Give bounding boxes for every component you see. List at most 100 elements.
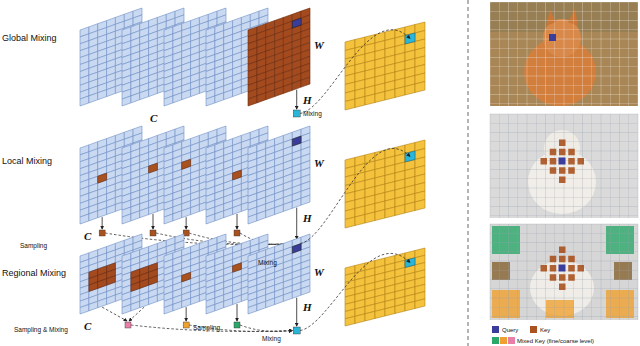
image-grid: [490, 2, 491, 106]
feature-slice: [89, 301, 98, 311]
key-mark: [550, 256, 557, 263]
legend-sample: [492, 337, 499, 344]
sampled-key: [234, 230, 240, 236]
feature-slice: [149, 205, 158, 215]
feature-slice: [182, 208, 191, 218]
image-grid: [545, 114, 546, 218]
image-grid: [508, 114, 509, 218]
image-grid: [638, 114, 639, 218]
image-grid: [628, 2, 629, 106]
image-grid: [499, 114, 500, 218]
image-grid: [490, 233, 638, 234]
key-mark: [568, 167, 575, 174]
key-slice: [248, 96, 257, 106]
label-holder: Sampling: [20, 234, 47, 252]
feature-slice: [107, 205, 116, 215]
legend-text: Key: [540, 327, 550, 333]
step-label: Mixing: [262, 336, 281, 343]
mixing-path: [131, 325, 292, 331]
output-map: [375, 92, 385, 103]
image-grid: [601, 224, 602, 320]
down-arrow: [102, 217, 103, 229]
key-slice: [275, 87, 284, 97]
image-grid: [536, 224, 537, 320]
query-mark: [559, 265, 566, 272]
key-mark: [550, 149, 557, 156]
key-slice: [257, 93, 266, 103]
axis-letter: C: [84, 231, 91, 242]
step-label: Sampling: [193, 325, 220, 332]
image-grid: [490, 206, 638, 207]
feature-slice: [257, 211, 266, 221]
feature-slice: [283, 201, 292, 211]
feature-slice: [292, 198, 301, 208]
image-grid: [628, 224, 629, 320]
down-arrow: [296, 208, 297, 239]
image-grid: [582, 2, 583, 106]
down-arrow: [237, 214, 238, 229]
image-grid: [573, 224, 574, 320]
image-grid: [573, 2, 574, 106]
label-holder: C: [84, 316, 91, 334]
key-cell: [182, 159, 191, 169]
key-mark: [568, 265, 575, 272]
output-map: [405, 301, 415, 311]
feature-slice: [149, 295, 158, 305]
step-label: Sampling: [20, 243, 47, 250]
feature-slice: [98, 298, 107, 308]
label-holder: H: [303, 90, 312, 108]
key-mark: [550, 167, 557, 174]
legend-text: Mixed Key (fine/coarse level): [517, 338, 594, 344]
key-region: [149, 276, 158, 286]
coarse-key: [614, 262, 632, 280]
row-title: Regional Mixing: [2, 269, 66, 278]
key-mark: [550, 158, 557, 165]
image-grid: [490, 57, 638, 58]
feature-slice: [173, 93, 182, 103]
key-mark: [578, 265, 585, 272]
key-mark: [559, 247, 566, 254]
feature-slice: [164, 304, 173, 314]
image-grid: [554, 114, 555, 218]
feature-slice: [224, 208, 233, 218]
axis-letter: W: [314, 40, 324, 51]
key-mark: [568, 158, 575, 165]
feature-slice: [80, 304, 89, 314]
label-holder: C: [150, 108, 157, 126]
feature-slice: [122, 96, 131, 106]
key-mark: [559, 284, 566, 291]
feature-slice: [140, 298, 149, 308]
key-cell: [233, 170, 242, 180]
key-mark: [559, 177, 566, 184]
image-grid: [601, 114, 602, 218]
image-grid: [490, 29, 638, 30]
separator: [468, 0, 469, 346]
image-grid: [508, 224, 509, 320]
feature-slice: [224, 298, 233, 308]
image-grid: [490, 224, 491, 320]
feature-slice: [283, 292, 292, 302]
coarse-key: [546, 300, 574, 318]
row-title: Local Mixing: [2, 157, 52, 166]
axis-letter: C: [150, 113, 157, 124]
feature-slice: [173, 301, 182, 311]
image-grid: [564, 2, 565, 106]
feature-slice: [131, 211, 140, 221]
axis-letter: C: [84, 321, 91, 332]
key-mark: [550, 274, 557, 281]
mixing-path: [240, 325, 292, 331]
feature-slice: [131, 301, 140, 311]
key-cell: [98, 173, 107, 183]
feature-slice: [140, 90, 149, 100]
feature-slice: [266, 208, 275, 218]
image-grid: [591, 114, 592, 218]
key-mark: [559, 256, 566, 263]
legend-item: Key: [530, 326, 550, 333]
output-map: [395, 87, 405, 98]
coarse-key: [492, 290, 520, 318]
label-holder: H: [303, 208, 312, 226]
image-grid: [527, 114, 528, 218]
image-grid: [490, 316, 638, 317]
image-grid: [628, 114, 629, 218]
